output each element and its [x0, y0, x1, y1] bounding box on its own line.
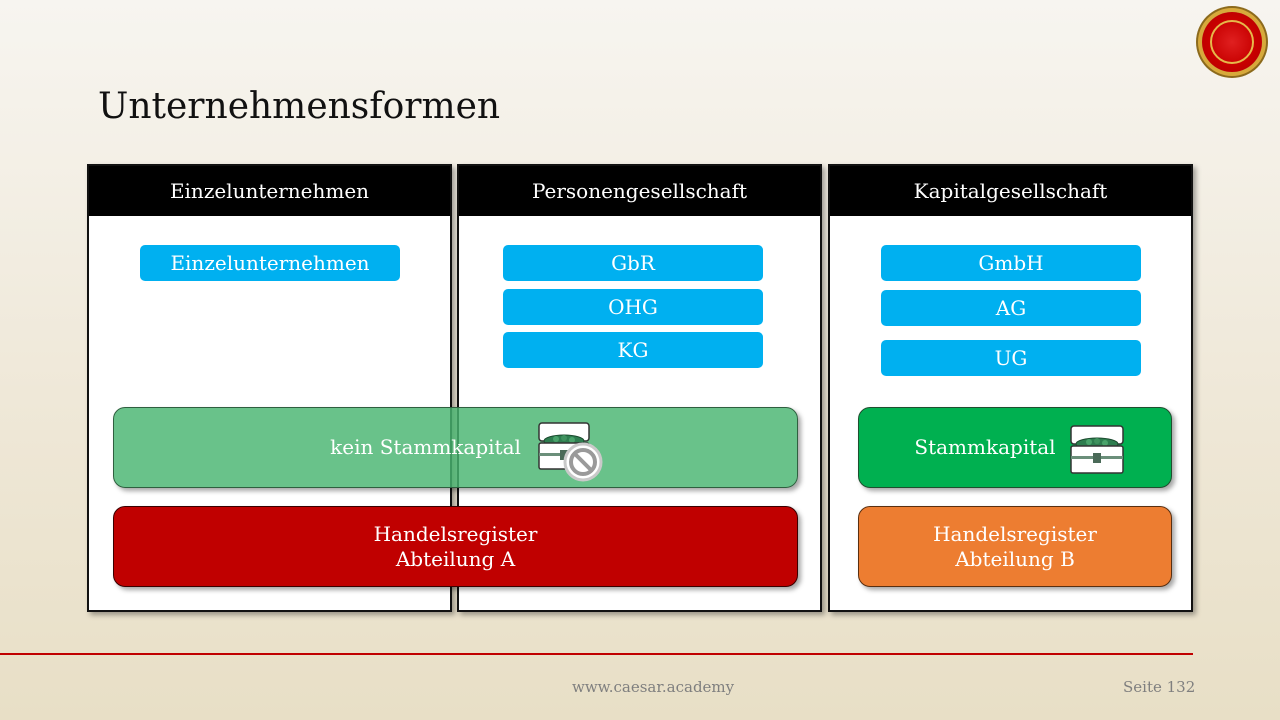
register-b-line1: Handelsregister — [933, 521, 1097, 546]
column-header: Einzelunternehmen — [89, 166, 450, 216]
form-pill: AG — [881, 290, 1141, 326]
form-pill: KG — [503, 332, 763, 368]
no-capital-label: kein Stammkapital — [330, 435, 521, 459]
capital-label: Stammkapital — [914, 435, 1056, 459]
column-header: Kapitalgesellschaft — [830, 166, 1191, 216]
form-pill: OHG — [503, 289, 763, 325]
no-capital-band: kein Stammkapital — [113, 407, 798, 488]
form-pill: GbR — [503, 245, 763, 281]
form-pill: Einzelunternehmen — [140, 245, 400, 281]
column-header: Personengesellschaft — [459, 166, 820, 216]
register-a-band: Handelsregister Abteilung A — [113, 506, 798, 587]
footer-url: www.caesar.academy — [572, 678, 735, 696]
laurel-seal-icon — [1210, 20, 1254, 64]
page-number: Seite 132 — [1123, 678, 1196, 696]
treasure-chest-icon — [538, 422, 603, 482]
treasure-chest-icon — [1070, 425, 1124, 474]
footer-divider — [0, 653, 1193, 655]
register-b-band: Handelsregister Abteilung B — [858, 506, 1172, 587]
form-pill: GmbH — [881, 245, 1141, 281]
register-a-line1: Handelsregister — [373, 521, 538, 546]
logo — [1202, 12, 1262, 72]
page-title: Unternehmensformen — [98, 86, 501, 127]
register-a-line2: Abteilung A — [395, 546, 516, 571]
prohibited-icon — [569, 448, 597, 476]
form-pill: UG — [881, 340, 1141, 376]
register-b-line2: Abteilung B — [955, 546, 1075, 571]
